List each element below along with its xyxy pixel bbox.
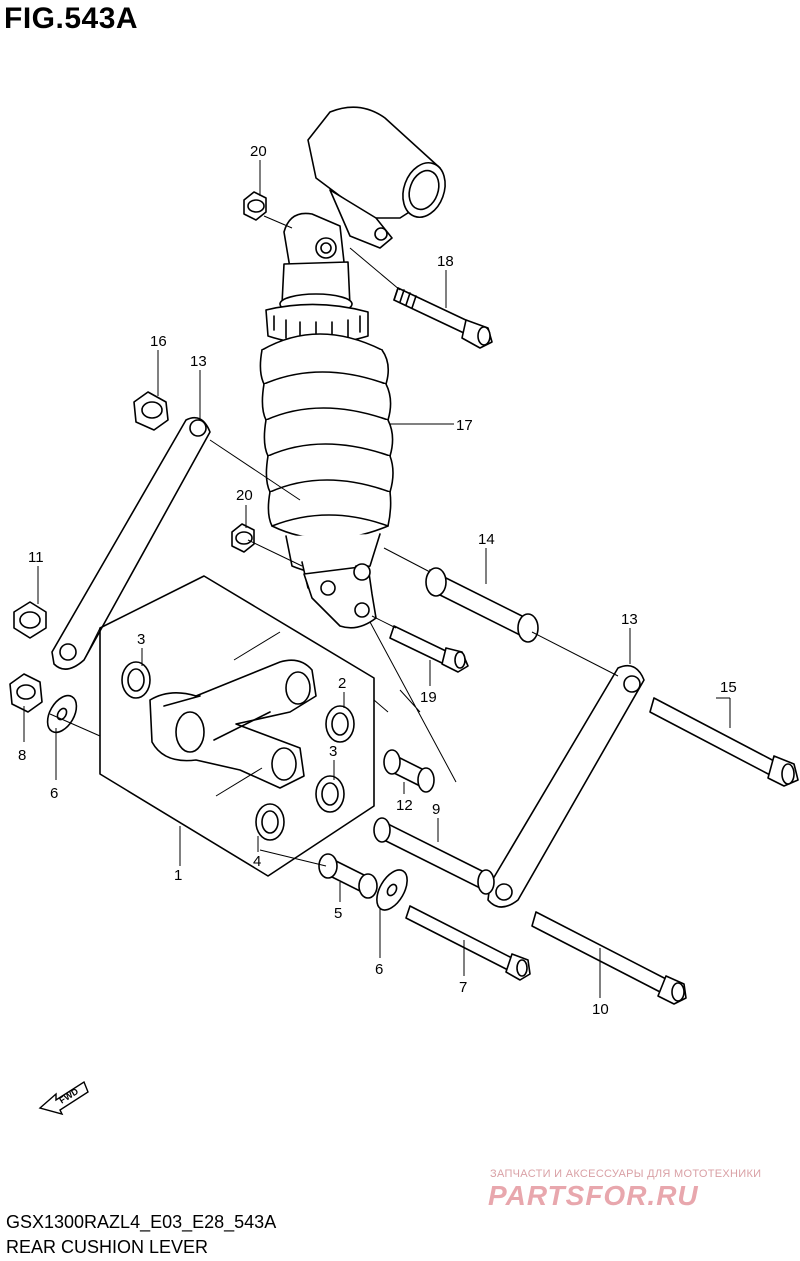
model-code: GSX1300RAZL4_E03_E28_543A [6, 1212, 277, 1232]
callout-18: 18 [437, 253, 454, 270]
callout-13-left: 13 [190, 353, 207, 370]
callout-6-left: 6 [50, 785, 58, 802]
callout-13-right: 13 [621, 611, 638, 628]
part-name: REAR CUSHION LEVER [6, 1237, 209, 1257]
watermark-logo: PARTSFOR.RU [488, 1180, 699, 1211]
washer-left [46, 694, 78, 734]
callout-5: 5 [334, 905, 342, 922]
bolt-15 [649, 697, 799, 787]
bolt-top [393, 287, 493, 349]
bolt-10 [531, 911, 687, 1005]
nut-16 [133, 391, 169, 431]
rear-shock-absorber [259, 106, 446, 629]
callout-10: 10 [592, 1001, 609, 1018]
callout-7: 7 [459, 979, 467, 996]
spacer-12 [383, 749, 435, 793]
callout-19: 19 [420, 689, 437, 706]
spacer-14 [425, 567, 539, 643]
bolt-19 [389, 625, 469, 673]
callout-9: 9 [432, 801, 440, 818]
callout-1: 1 [174, 867, 182, 884]
fwd-arrow-icon: FWD [38, 1080, 89, 1116]
callout-8: 8 [18, 747, 26, 764]
spacer-5 [318, 853, 378, 899]
bolt-7 [405, 905, 531, 981]
callout-2: 2 [338, 675, 346, 692]
callout-3-left: 3 [137, 631, 145, 648]
callout-3-right: 3 [329, 743, 337, 760]
callout-20-top: 20 [250, 143, 267, 160]
nut-top [243, 191, 267, 221]
figure-title: FIG.543A [4, 2, 139, 35]
callout-6-right: 6 [375, 961, 383, 978]
callout-16: 16 [150, 333, 167, 350]
washer-right [376, 869, 408, 911]
callout-labels: 20 18 16 13 17 20 14 11 13 3 2 15 19 3 8… [18, 143, 737, 1018]
leader-lines [23, 160, 731, 998]
spacer-9 [373, 817, 495, 895]
callout-17: 17 [456, 417, 473, 434]
callout-14: 14 [478, 531, 495, 548]
callout-12: 12 [396, 797, 413, 814]
rod-right [487, 664, 645, 908]
callout-4: 4 [253, 853, 261, 870]
callout-11: 11 [28, 549, 44, 566]
callout-15: 15 [720, 679, 737, 696]
lever-assembly [99, 575, 375, 877]
callout-20-mid: 20 [236, 487, 253, 504]
nut-middle [231, 523, 255, 553]
watermark-tagline: ЗАПЧАСТИ И АКСЕССУАРЫ ДЛЯ МОТОТЕХНИКИ [490, 1168, 762, 1180]
nut-11 [13, 601, 47, 639]
rod-left [51, 416, 211, 670]
nut-8 [9, 673, 43, 713]
